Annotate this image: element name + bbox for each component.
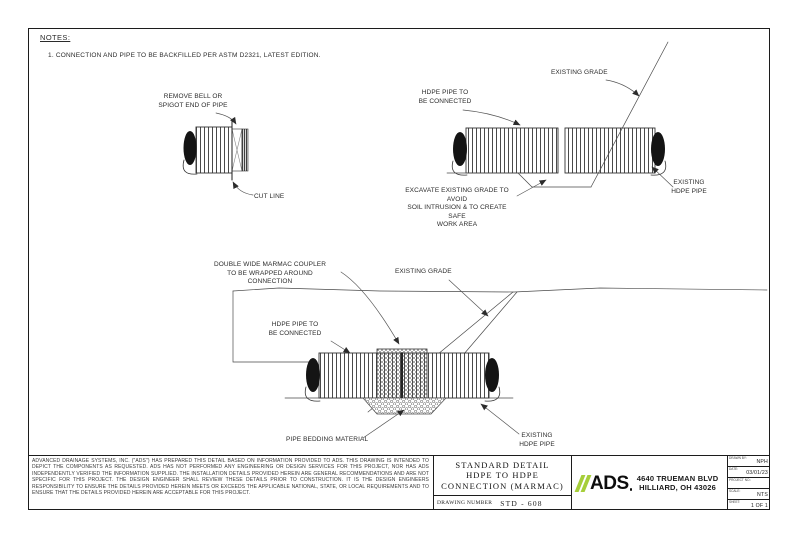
- info-label: SCALE:: [729, 489, 741, 493]
- disclaimer-text: ADVANCED DRAINAGE SYSTEMS, INC. ("ADS") …: [28, 456, 434, 510]
- label-existing-grade-top: EXISTING GRADE: [551, 69, 608, 76]
- detail-excavation: [446, 41, 674, 197]
- detail-cut-pipe: [182, 112, 254, 196]
- title-line-3: CONNECTION (MARMAC): [441, 480, 564, 491]
- info-row-sheet: SHEET: 1 OF 1: [728, 500, 770, 510]
- label-cut-line: CUT LINE: [254, 193, 285, 200]
- label-pipe-bedding: PIPE BEDDING MATERIAL: [286, 436, 369, 443]
- ads-logo: ADS: [574, 472, 633, 494]
- drawing-number-row: DRAWING NUMBER STD - 608: [434, 495, 571, 510]
- title-block: ADVANCED DRAINAGE SYSTEMS, INC. ("ADS") …: [28, 455, 770, 510]
- label-existing-grade-mid: EXISTING GRADE: [395, 268, 452, 275]
- drawing-title: STANDARD DETAIL HDPE TO HDPE CONNECTION …: [434, 456, 571, 495]
- info-label: SHEET:: [729, 500, 741, 504]
- note-item-1: 1. CONNECTION AND PIPE TO BE BACKFILLED …: [48, 52, 321, 59]
- info-row-project: PROJECT NO.:: [728, 478, 770, 489]
- label-hdpe-to-connect-mid: HDPE PIPE TO BE CONNECTED: [268, 321, 322, 337]
- info-column: DRAWN BY: NPH DATE: 03/01/23 PROJECT NO.…: [728, 456, 770, 510]
- drawing-number-value: STD - 608: [500, 498, 543, 508]
- title-line-1: STANDARD DETAIL: [455, 459, 550, 470]
- info-row-date: DATE: 03/01/23: [728, 467, 770, 478]
- info-label: DRAWN BY:: [729, 456, 747, 460]
- info-value: 1 OF 1: [750, 503, 768, 509]
- company-address: 4640 TRUEMAN BLVD HILLIARD, OH 43026: [632, 474, 723, 492]
- ads-logo-registered-dot: [629, 488, 633, 491]
- title-cell: STANDARD DETAIL HDPE TO HDPE CONNECTION …: [434, 456, 572, 510]
- label-existing-hdpe-top: EXISTING HDPE PIPE: [671, 179, 707, 195]
- label-remove-bell: REMOVE BELL OR SPIGOT END OF PIPE: [158, 93, 228, 109]
- drawing-number-label: DRAWING NUMBER: [437, 500, 493, 506]
- info-value: NPH: [756, 459, 768, 465]
- notes-heading: NOTES:: [40, 33, 71, 42]
- label-hdpe-to-connect-top: HDPE PIPE TO BE CONNECTED: [418, 89, 472, 105]
- info-row-scale: SCALE: NTS: [728, 489, 770, 500]
- title-line-2: HDPE TO HDPE: [466, 470, 539, 481]
- company-cell: ADS 4640 TRUEMAN BLVD HILLIARD, OH 43026: [572, 456, 728, 510]
- address-line-1: 4640 TRUEMAN BLVD: [636, 474, 719, 483]
- border-frame: [28, 28, 770, 510]
- address-line-2: HILLIARD, OH 43026: [639, 483, 717, 492]
- info-value: NTS: [757, 492, 768, 498]
- info-row-drawn-by: DRAWN BY: NPH: [728, 456, 770, 467]
- info-label: PROJECT NO.:: [729, 478, 752, 482]
- label-excavate: EXCAVATE EXISTING GRADE TO AVOID SOIL IN…: [405, 187, 509, 228]
- ads-logo-text: ADS: [590, 472, 629, 494]
- label-marmac-coupler: DOUBLE WIDE MARMAC COUPLER TO BE WRAPPED…: [213, 261, 327, 285]
- info-value: 03/01/23: [746, 470, 768, 476]
- info-label: DATE:: [729, 467, 739, 471]
- detail-marmac-connection: [232, 271, 768, 439]
- label-existing-hdpe-mid: EXISTING HDPE PIPE: [519, 432, 555, 448]
